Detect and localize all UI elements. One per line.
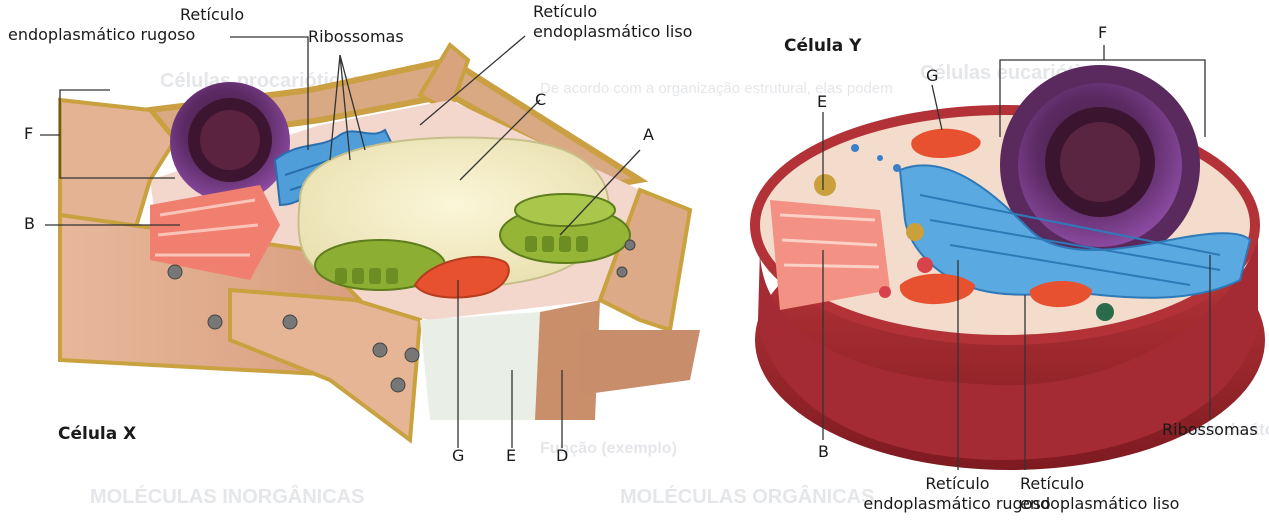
label-b-y: B <box>818 442 829 462</box>
label-d-x: D <box>556 446 568 466</box>
label-rer-x-line1: Retículo <box>180 5 244 25</box>
label-e-y: E <box>817 92 827 112</box>
label-ribosomes-y: Ribossomas <box>1162 420 1258 440</box>
label-ser-y-line1: Retículo <box>1020 474 1084 494</box>
plant-cell-illustration <box>60 45 700 440</box>
label-ribosomes-x: Ribossomas <box>308 27 404 47</box>
animal-cell-illustration <box>755 65 1265 470</box>
cell-y-title: Célula Y <box>784 36 861 56</box>
label-ser-x-line1: Retículo <box>533 2 597 22</box>
cell-x-title: Célula X <box>58 424 136 444</box>
label-rer-x-line2: endoplasmático rugoso <box>8 25 195 45</box>
label-f-y: F <box>1098 23 1107 43</box>
label-rer-y-line1: Retículo <box>870 474 1045 494</box>
label-g-x: G <box>452 446 464 466</box>
label-f-x: F <box>24 124 33 144</box>
label-b-x: B <box>24 214 35 234</box>
label-c-x: C <box>535 90 546 110</box>
label-ser-x-line2: endoplasmático liso <box>533 22 692 42</box>
label-e-x: E <box>506 446 516 466</box>
label-a-x: A <box>643 125 654 145</box>
label-ser-y-line2: endoplasmático liso <box>1020 494 1179 514</box>
label-g-y: G <box>926 66 938 86</box>
